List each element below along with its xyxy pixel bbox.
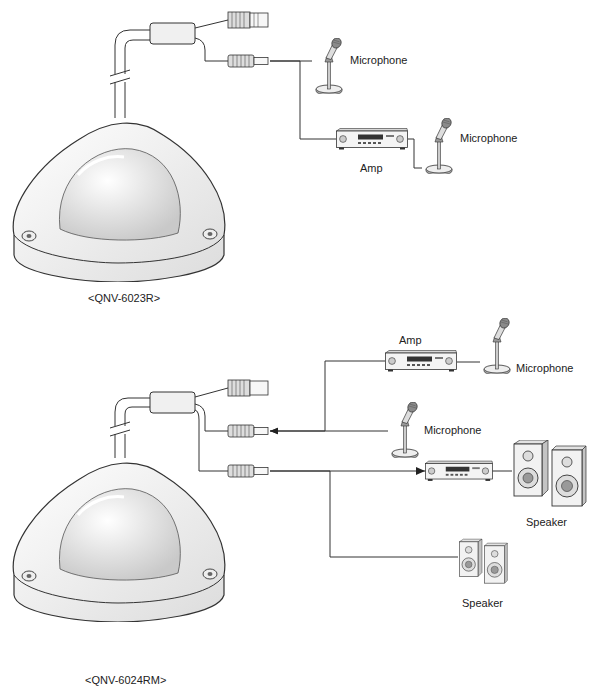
amp-icon <box>425 461 492 481</box>
audio-wire <box>270 431 388 432</box>
lan-plug <box>228 380 268 396</box>
audio-wire <box>270 61 336 139</box>
microphone-node: Microphone <box>480 318 514 374</box>
part-label: Speaker <box>526 516 567 529</box>
microphone-icon <box>484 316 511 375</box>
arrow-head <box>416 467 425 475</box>
lan-plug-part <box>254 13 258 27</box>
camera-cable-part <box>195 20 228 28</box>
camera-cable-part <box>195 404 228 431</box>
audio-out-plug-part <box>254 468 268 475</box>
part-label: Microphone <box>424 424 481 437</box>
part-label: Microphone <box>516 362 573 375</box>
wire-group <box>270 61 336 139</box>
audio-wire <box>457 362 480 363</box>
amp-icon <box>337 129 408 150</box>
camera-cable-part <box>110 70 130 84</box>
camera-node: <QNV-6023R> <box>5 12 270 284</box>
part-label: Microphone <box>350 54 407 67</box>
lan-plug-part <box>228 380 250 396</box>
part-label: Speaker <box>462 597 503 610</box>
audio-wire <box>270 471 458 557</box>
microphone-node: Microphone <box>388 402 422 458</box>
wire-group <box>270 361 385 431</box>
lan-plug-part <box>232 12 244 28</box>
camera-dome <box>13 123 225 282</box>
amplifier-node: Amp <box>385 350 457 372</box>
amp-icon <box>386 351 457 372</box>
audio-out-plug <box>228 465 268 477</box>
speaker-node: Speaker <box>512 440 587 510</box>
amplifier-node: Amp <box>336 128 408 150</box>
wire-group <box>270 471 458 557</box>
audio-in-plug-part <box>233 425 249 437</box>
audio-plug-part <box>254 58 268 65</box>
lan-plug-part <box>250 381 268 395</box>
camera-cable-part <box>150 23 195 44</box>
audio-in-plug-part <box>228 425 254 437</box>
lan-plug <box>228 12 268 28</box>
audio-wire <box>408 139 422 168</box>
microphone-icon <box>392 400 419 459</box>
audio-wire <box>270 361 385 431</box>
microphone-node: Microphone <box>312 38 346 94</box>
camera-cable <box>110 388 228 471</box>
audio-in-plug <box>228 425 268 437</box>
model-caption: <QNV-6024RM> <box>85 674 166 687</box>
audio-out-plug-part <box>228 465 254 477</box>
camera-cable-part <box>195 410 228 471</box>
camera-cable-part <box>195 38 228 61</box>
camera-cable-part <box>150 392 195 413</box>
wire-group <box>408 139 422 168</box>
wire-group <box>270 431 388 432</box>
camera-cable-part <box>195 388 228 397</box>
camera-cable-part <box>110 422 130 436</box>
audio-in-plug-part <box>254 428 268 435</box>
audio-plug-part <box>233 55 249 67</box>
audio-out-plug-part <box>233 465 249 477</box>
wire-group <box>457 362 480 363</box>
lan-plug-part <box>250 13 268 27</box>
microphone-icon <box>426 116 453 175</box>
model-caption: <QNV-6023R> <box>88 292 160 305</box>
lan-plug-part <box>228 12 250 28</box>
part-label: Amp <box>360 162 383 175</box>
camera-cable <box>110 20 228 118</box>
lan-plug-part <box>232 380 244 396</box>
audio-plug <box>228 55 268 67</box>
part-label: Microphone <box>460 132 517 145</box>
part-label: Amp <box>399 334 422 347</box>
speaker-icon <box>514 440 586 506</box>
speaker-node: Speaker <box>458 535 508 590</box>
camera-dome <box>13 463 225 622</box>
camera-node: <QNV-6024RM> <box>5 378 270 680</box>
microphone-node: Microphone <box>422 118 456 174</box>
speaker-icon <box>459 539 507 583</box>
audio-plug-part <box>228 55 254 67</box>
microphone-icon <box>316 36 343 95</box>
